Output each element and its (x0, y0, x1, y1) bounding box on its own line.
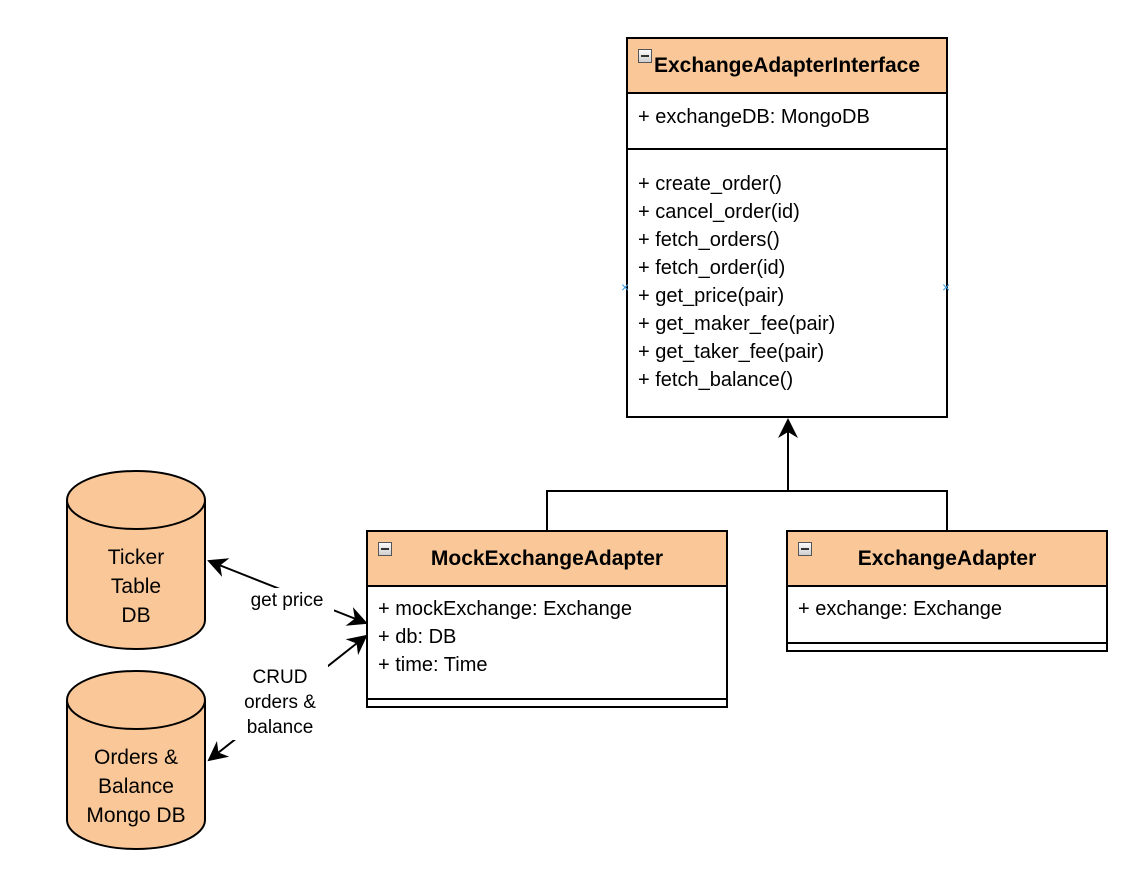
inheritance-connector (546, 418, 948, 530)
database-label-line: Orders & (93, 746, 179, 769)
edge-label-line: CRUD (252, 667, 308, 688)
attribute: + time: Time (378, 654, 488, 676)
mock-exchange-adapter-class[interactable]: MockExchangeAdapter + mockExchange: Exch… (366, 530, 728, 708)
class-title: ExchangeAdapterInterface (653, 53, 921, 77)
database-label-line: Mongo DB (86, 804, 186, 827)
method: + get_taker_fee(pair) (638, 341, 825, 363)
method: + cancel_order(id) (638, 201, 800, 223)
attribute: + db: DB (378, 626, 457, 648)
get-price-edge-label: get price (240, 588, 334, 613)
class-title: ExchangeAdapter (857, 546, 1037, 570)
orders-database-label: Orders & Balance Mongo DB (67, 743, 205, 830)
attribute: + exchange: Exchange (798, 598, 1003, 620)
method: + get_price(pair) (638, 285, 785, 307)
database-label-line: DB (121, 604, 151, 627)
attributes-section: + exchangeDB: MongoDB (628, 94, 946, 150)
method: + fetch_order(id) (638, 257, 786, 279)
class-header: MockExchangeAdapter (368, 532, 726, 587)
collapse-icon[interactable] (378, 542, 392, 556)
orders-database-cylinder[interactable] (66, 670, 206, 850)
collapse-icon[interactable] (798, 542, 812, 556)
class-header: ExchangeAdapterInterface (628, 39, 946, 94)
crud-edge-label: CRUD orders & balance (232, 665, 328, 740)
edge-label-line: orders & (244, 692, 316, 713)
method: + get_maker_fee(pair) (638, 313, 836, 335)
ticker-database-cylinder[interactable] (66, 470, 206, 650)
method: + create_order() (638, 173, 782, 195)
database-label-line: Balance (98, 775, 174, 798)
database-label-line: Table (110, 575, 162, 598)
ticker-database-label: Ticker Table DB (67, 543, 205, 630)
class-header: ExchangeAdapter (788, 532, 1106, 587)
connection-anchor-icon[interactable]: × (621, 279, 630, 295)
method: + fetch_balance() (638, 369, 794, 391)
exchange-adapter-class[interactable]: ExchangeAdapter + exchange: Exchange (786, 530, 1108, 652)
exchange-adapter-interface-class[interactable]: ExchangeAdapterInterface + exchangeDB: M… (626, 37, 948, 418)
collapse-icon[interactable] (638, 49, 652, 63)
connection-anchor-icon[interactable]: × (942, 279, 951, 295)
method: + fetch_orders() (638, 229, 780, 251)
class-title: MockExchangeAdapter (430, 546, 664, 570)
attributes-section: + mockExchange: Exchange + db: DB + time… (368, 587, 726, 700)
attributes-section: + exchange: Exchange (788, 587, 1106, 644)
attribute: + mockExchange: Exchange (378, 598, 633, 620)
edge-label-line: balance (246, 717, 314, 738)
attribute: + exchangeDB: MongoDB (638, 106, 870, 128)
methods-section: + create_order() + cancel_order(id) + fe… (628, 150, 946, 400)
database-label-line: Ticker (107, 546, 165, 569)
